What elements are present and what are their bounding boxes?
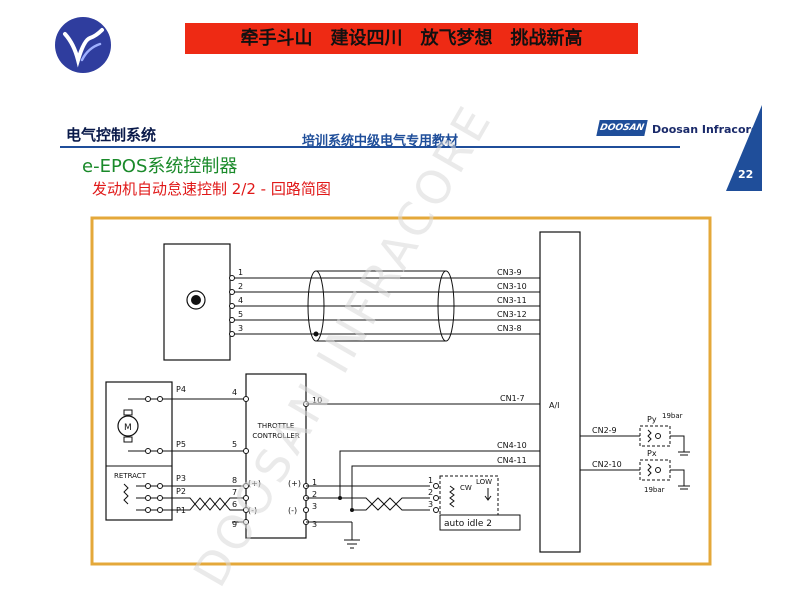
throttle-controller-box (245, 373, 307, 539)
switch-pin-3: 3 (238, 324, 243, 333)
cn3-label: CN3-8 (497, 324, 522, 333)
switch-pin-5: 5 (238, 310, 243, 319)
page-corner-triangle (726, 105, 762, 191)
header-rule (60, 146, 680, 148)
py-bar-label: 19bar (662, 412, 683, 420)
dial-arrow-icon (484, 488, 492, 501)
motor-pin-p5: P5 (176, 440, 186, 449)
throttle-pin-4: 4 (232, 388, 237, 397)
px-bar-label: 19bar (644, 486, 665, 494)
throttle-pin-7: 7 (232, 488, 237, 497)
slogan-banner: 牵手斗山 建设四川 放飞梦想 挑战新高 (185, 23, 638, 54)
throttle-pin-8: 8 (232, 476, 237, 485)
dial-potentiometer (449, 485, 455, 508)
ai-bus-bar (539, 231, 581, 553)
throttle-pin-5: 5 (232, 440, 237, 449)
dial-low-label: LOW (476, 478, 492, 486)
throttle-sign-minus-right: (-) (288, 506, 297, 515)
motor-icon: M (117, 409, 139, 443)
motor-pin-p3: P3 (176, 474, 186, 483)
rotary-switch-icon (186, 290, 206, 310)
retract-label: RETRACT (114, 472, 147, 480)
ai-label: A/I (549, 401, 560, 410)
dial-pin-1: 1 (428, 476, 433, 485)
motor-pin-p4: P4 (176, 385, 186, 394)
throttle-right-pin-3: 3 (312, 502, 317, 511)
brand-name: Doosan Infracore (652, 123, 759, 136)
cable-shield (307, 270, 455, 342)
diagram-frame (90, 216, 712, 566)
pressure-sensor-py (639, 425, 690, 456)
pressure-sensor-px (639, 459, 690, 490)
throttle-right-pin-2: 2 (312, 490, 317, 499)
cn3-label: CN3-10 (497, 282, 527, 291)
retract-potentiometer (123, 483, 129, 505)
switch-pin-4: 4 (238, 296, 243, 305)
dial-cw-label: CW (460, 484, 472, 492)
auto-idle-label: auto idle 2 (444, 519, 492, 529)
switch-pin-1: 1 (238, 268, 243, 277)
dial-pin-2: 2 (428, 488, 433, 497)
page-title: e-EPOS系统控制器 (82, 156, 238, 177)
page-number: 22 (738, 168, 754, 181)
cn4-11-label: CN4-11 (497, 456, 527, 465)
cn3-label: CN3-11 (497, 296, 527, 305)
throttle-sign-plus-left: (+) (248, 479, 261, 488)
motor-label: M (124, 423, 132, 433)
auto-idle-label-box (439, 514, 521, 531)
throttle-pin-10: 10 (312, 396, 322, 405)
py-label: Py (647, 415, 657, 424)
cn4-10-label: CN4-10 (497, 441, 527, 450)
throttle-right-pin-1: 1 (312, 478, 317, 487)
cn2-9-label: CN2-9 (592, 426, 617, 435)
switch-box (163, 243, 231, 361)
throttle-right-pin-3b: 3 (312, 520, 317, 529)
page-subtitle: 发动机自动怠速控制 2/2 - 回路简图 (92, 180, 331, 198)
throttle-sign-plus-right: (+) (288, 479, 301, 488)
switch-pin-2: 2 (238, 282, 243, 291)
motor-pin-p2: P2 (176, 487, 186, 496)
throttle-pin-6: 6 (232, 500, 237, 509)
px-label: Px (647, 449, 657, 458)
company-logo (55, 17, 111, 73)
dial-pin-3: 3 (428, 500, 433, 509)
document-subtitle: 培训系统中级电气专用教材 (302, 134, 459, 149)
cn3-label: CN3-12 (497, 310, 527, 319)
cn3-label: CN3-9 (497, 268, 522, 277)
section-title: 电气控制系统 (66, 126, 157, 144)
cn2-10-label: CN2-10 (592, 460, 622, 469)
throttle-sign-minus-left: (-) (248, 506, 257, 515)
throttle-pin-9: 9 (232, 520, 237, 529)
cn1-7-label: CN1-7 (500, 394, 525, 403)
